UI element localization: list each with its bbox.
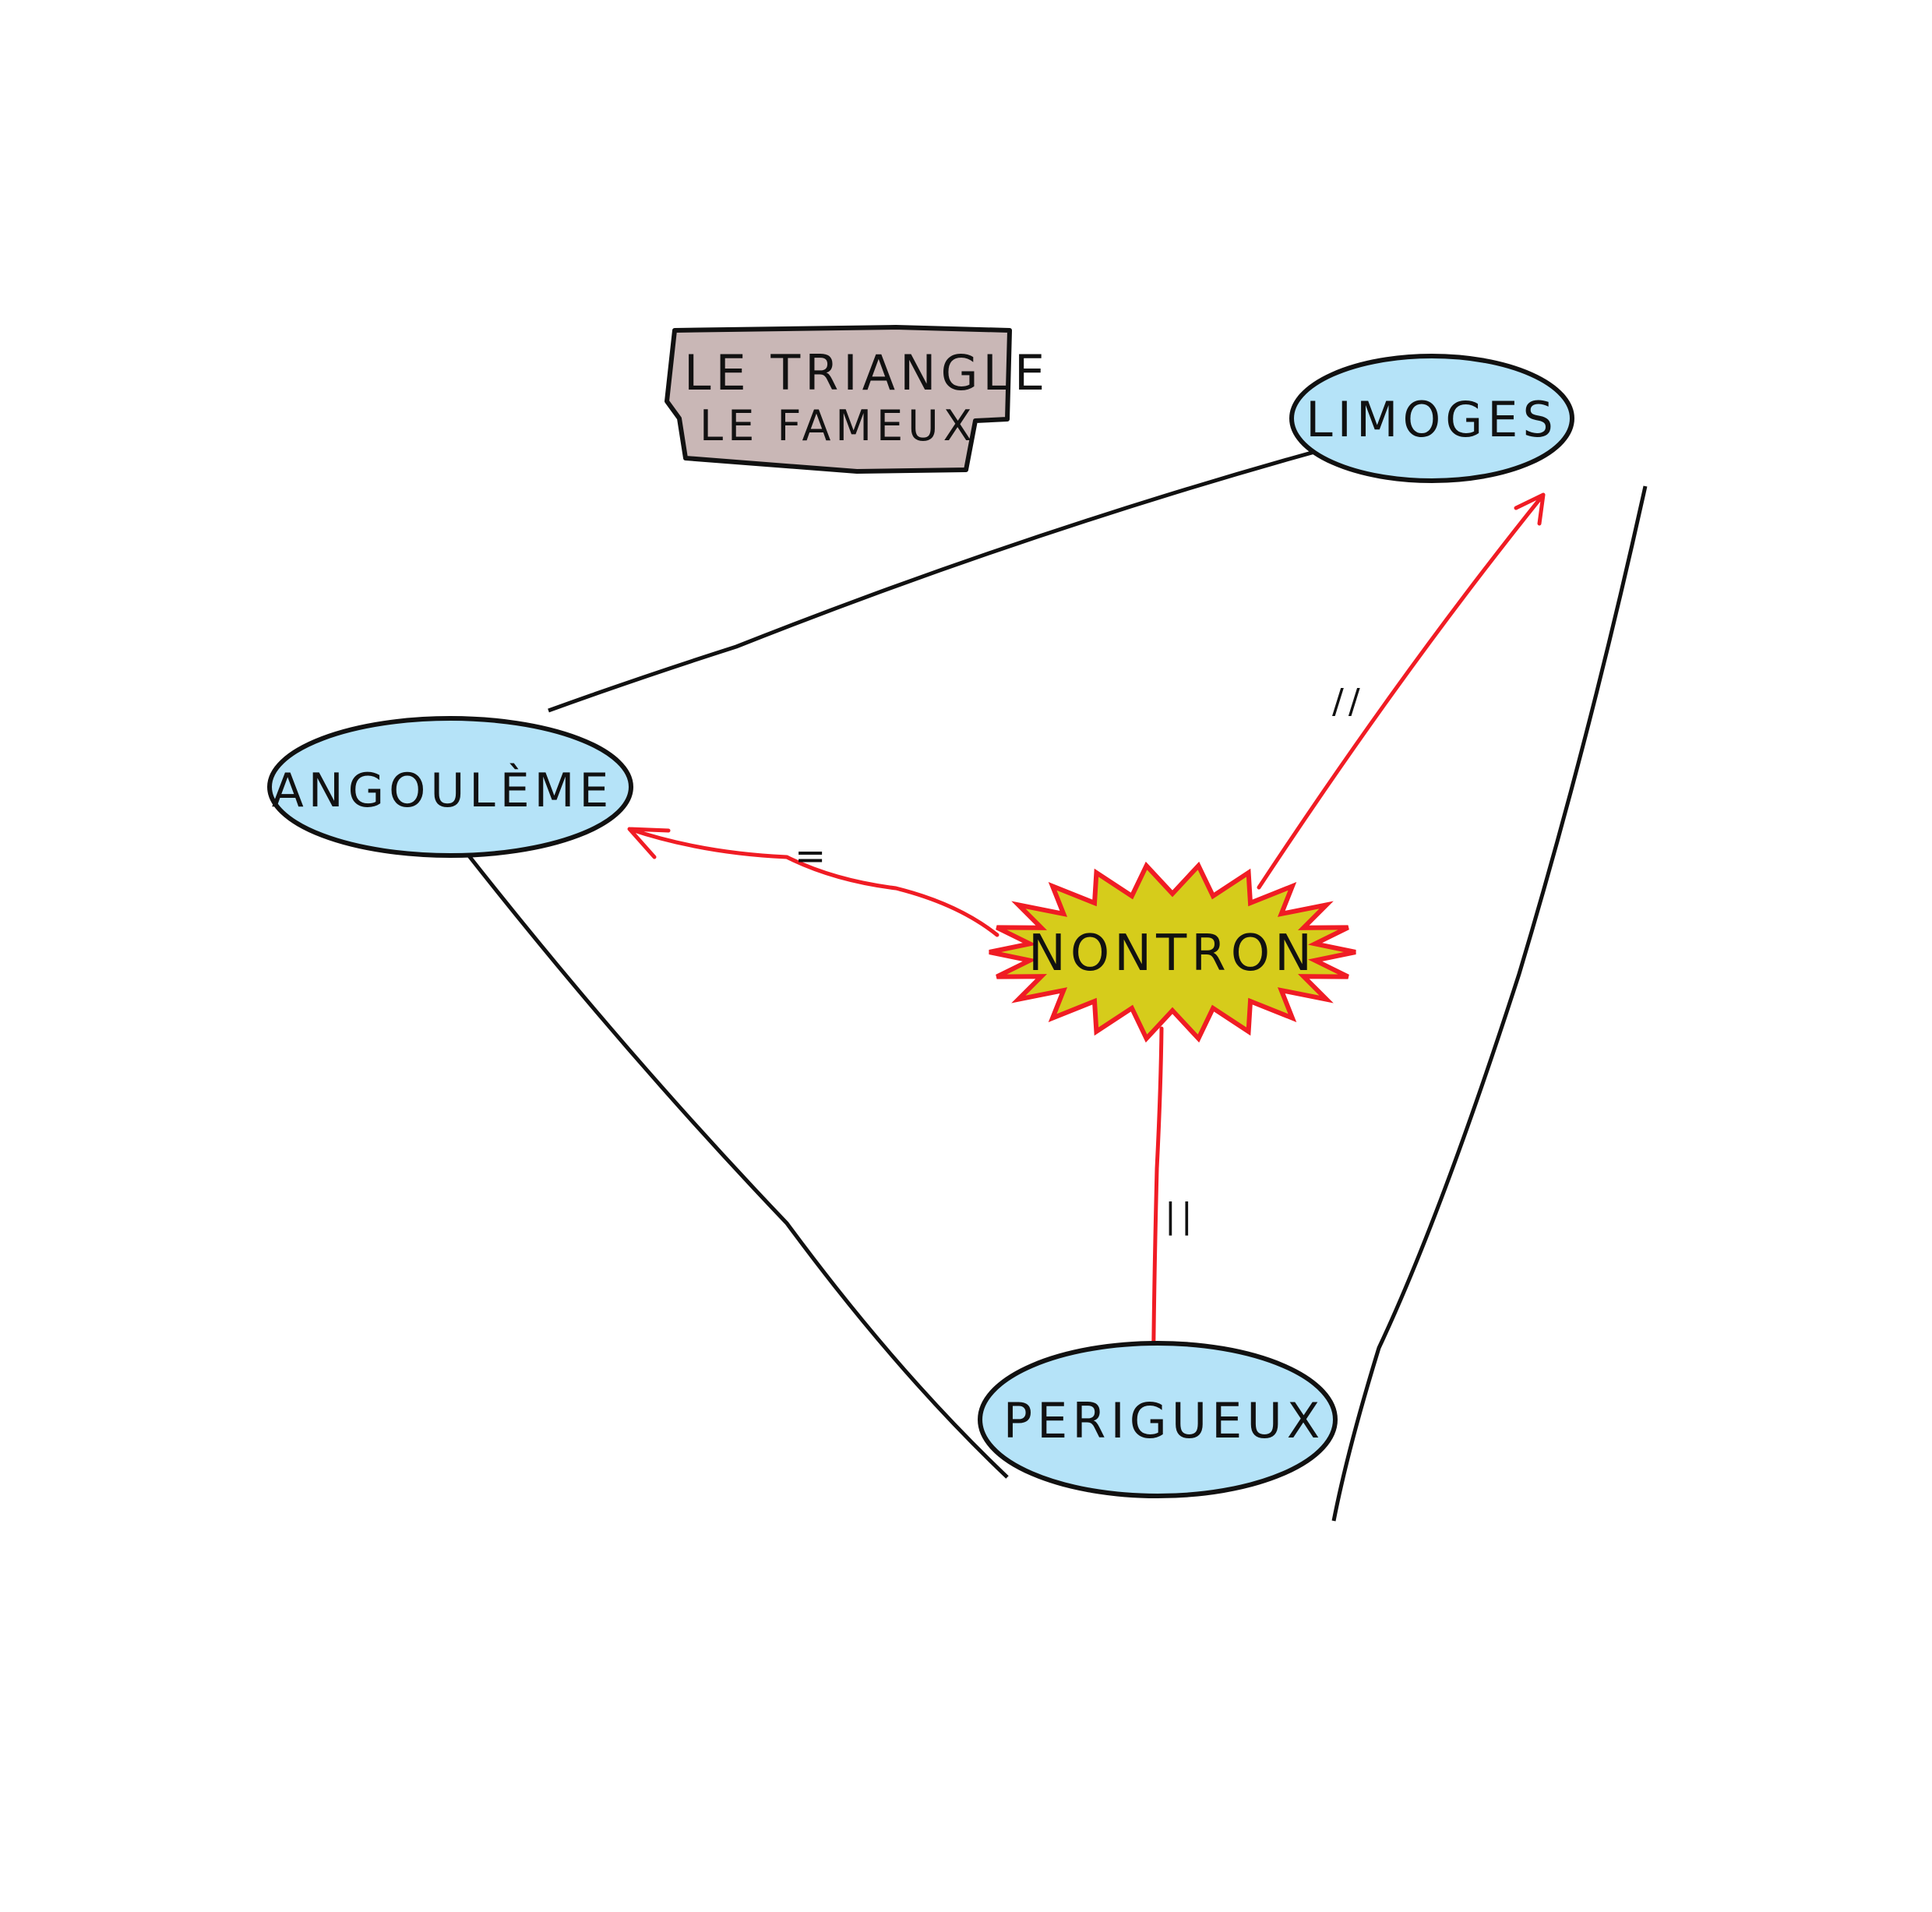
title-box: LE TRIANGLE LE FAMEUX [665, 325, 1049, 474]
label-perigueux: PERIGUEUX [1003, 1392, 1324, 1449]
mark-to-limoges: // [1332, 682, 1365, 721]
node-limoges: LIMOGES [1289, 354, 1574, 483]
mark-to-angouleme: = [795, 834, 830, 878]
label-nontron: NONTRON [1028, 925, 1317, 982]
arrow-to-angouleme [627, 827, 999, 937]
node-nontron: NONTRON [989, 861, 1356, 1043]
mark-to-perigueux: || [1165, 1196, 1197, 1236]
node-perigueux: PERIGUEUX [978, 1341, 1338, 1498]
edge-limoges-perigueux [1331, 485, 1648, 1522]
label-limoges: LIMOGES [1306, 391, 1558, 448]
edge-angouleme-limoges [548, 413, 1453, 713]
nontron-burst [989, 861, 1356, 1043]
title-line-1: LE TRIANGLE [684, 344, 1049, 401]
label-angouleme: ANGOULÈME [272, 762, 614, 818]
title-line-2: LE FAMEUX [700, 401, 977, 450]
node-angouleme: ANGOULÈME [267, 716, 633, 858]
arrow-to-limoges [1257, 492, 1546, 890]
edge-angouleme-perigueux [466, 852, 1009, 1479]
